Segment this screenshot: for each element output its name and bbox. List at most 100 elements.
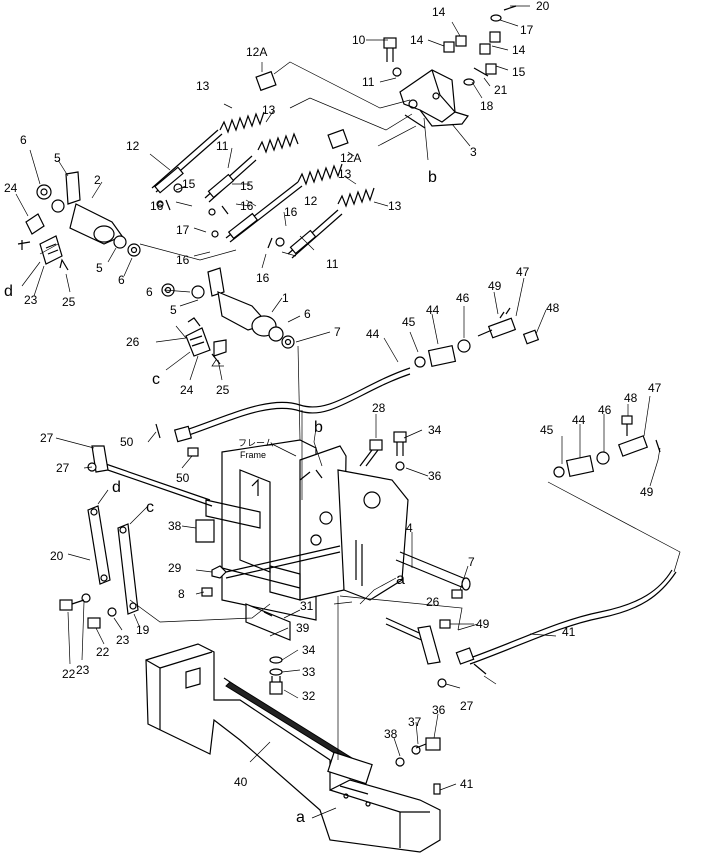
- joint-assembly-upper: [414, 307, 540, 368]
- callout: 16: [284, 205, 298, 219]
- callout: 48: [546, 301, 560, 315]
- callout: 22: [62, 667, 76, 681]
- callout: 13: [196, 79, 210, 93]
- callout: 12A: [340, 151, 361, 165]
- callout: 1: [282, 291, 289, 305]
- callout: 19: [136, 623, 150, 637]
- callout: 17: [520, 23, 534, 37]
- callout: 44: [572, 413, 586, 427]
- callout: 27: [40, 431, 54, 445]
- collar-12A-right: [327, 128, 349, 150]
- callout: 20: [536, 0, 550, 13]
- callout: 29: [168, 561, 182, 575]
- callout: 25: [62, 295, 76, 309]
- nut-14-d: [485, 63, 497, 75]
- plate-38-b: [245, 603, 291, 641]
- callout: 12: [304, 194, 318, 208]
- nut-14-a: [455, 35, 467, 47]
- callout: 24: [4, 181, 18, 195]
- callout: 44: [426, 303, 440, 317]
- callout: 34: [302, 643, 316, 657]
- nut-14-e: [489, 31, 501, 43]
- callout-labels: 20 17 14 14 14 15 10 11 18 21 3 b 12A 13…: [4, 0, 662, 826]
- part-40: [433, 783, 441, 795]
- callout: 41: [460, 777, 474, 791]
- callout: 33: [302, 665, 316, 679]
- callout: 20: [50, 549, 64, 563]
- callout: 7: [468, 555, 475, 569]
- callout: 26: [426, 595, 440, 609]
- bolt-49-right: [439, 619, 451, 629]
- cover-39: [145, 643, 441, 853]
- callout: 2: [94, 173, 101, 187]
- callout: 46: [456, 291, 470, 305]
- callout: 49: [488, 279, 502, 293]
- rods-12-11: [151, 129, 343, 259]
- callout: 13: [388, 199, 402, 213]
- callout: 15: [182, 177, 196, 191]
- callout: 6: [118, 273, 125, 287]
- callout: 18: [480, 99, 494, 113]
- washer-36-upper: [395, 461, 405, 471]
- callout: 41: [562, 625, 576, 639]
- rod-41: [469, 569, 677, 665]
- frame-structure: [205, 439, 409, 621]
- bolt-9: [383, 37, 397, 62]
- callout: 16: [150, 199, 164, 213]
- callout: 47: [648, 381, 662, 395]
- ref-letter: a: [396, 571, 405, 588]
- callout: 10: [352, 33, 366, 47]
- callout: 14: [432, 5, 446, 19]
- callout: 12A: [246, 45, 267, 59]
- lever-1-assembly: [161, 267, 295, 365]
- lever-2-assembly: [17, 171, 141, 271]
- bolt-31: [269, 676, 283, 695]
- ref-letter: c: [152, 371, 160, 388]
- ref-letter: c: [146, 499, 154, 516]
- callout: 16: [256, 271, 270, 285]
- callout: 16: [176, 253, 190, 267]
- callout: 17: [176, 223, 190, 237]
- pin-50-left: [155, 423, 161, 439]
- callout: 25: [216, 383, 230, 397]
- callout: 49: [476, 617, 490, 631]
- callout: 6: [20, 133, 27, 147]
- callout: 4: [406, 521, 413, 535]
- callout: 15: [512, 65, 526, 79]
- callout: 27: [460, 699, 474, 713]
- nut-27-right: [437, 678, 447, 688]
- callout: 13: [338, 167, 352, 181]
- callout: 16: [240, 199, 254, 213]
- nut-14-c: [479, 43, 491, 55]
- nut-14-b: [443, 41, 455, 53]
- bolt-28: [359, 439, 383, 467]
- shaft-26-left: [99, 461, 211, 501]
- collar-12A-top: [255, 70, 277, 92]
- washer-37: [395, 757, 405, 767]
- ref-letter: d: [4, 283, 13, 300]
- callout: 5: [54, 151, 61, 165]
- callout: 39: [296, 621, 310, 635]
- washer-10: [392, 67, 402, 77]
- callout: 36: [432, 703, 446, 717]
- callout: 5: [96, 261, 103, 275]
- frame-label-en: Frame: [240, 450, 266, 460]
- callout: 21: [494, 83, 508, 97]
- callout: 32: [302, 689, 316, 703]
- pin-18-b: [473, 67, 489, 77]
- callout: 6: [146, 285, 153, 299]
- washer-33: [269, 656, 283, 664]
- lever-19: [117, 523, 139, 615]
- bolt-49-left: [187, 447, 199, 457]
- callout: 23: [116, 633, 130, 647]
- bolt-21-a: [59, 599, 73, 611]
- callout: 8: [178, 587, 185, 601]
- washer-36-lower: [411, 745, 421, 755]
- callout: 23: [76, 663, 90, 677]
- springs-13: [219, 111, 375, 208]
- bracket-3: [399, 69, 469, 129]
- callout: 48: [624, 391, 638, 405]
- callout: 45: [540, 423, 554, 437]
